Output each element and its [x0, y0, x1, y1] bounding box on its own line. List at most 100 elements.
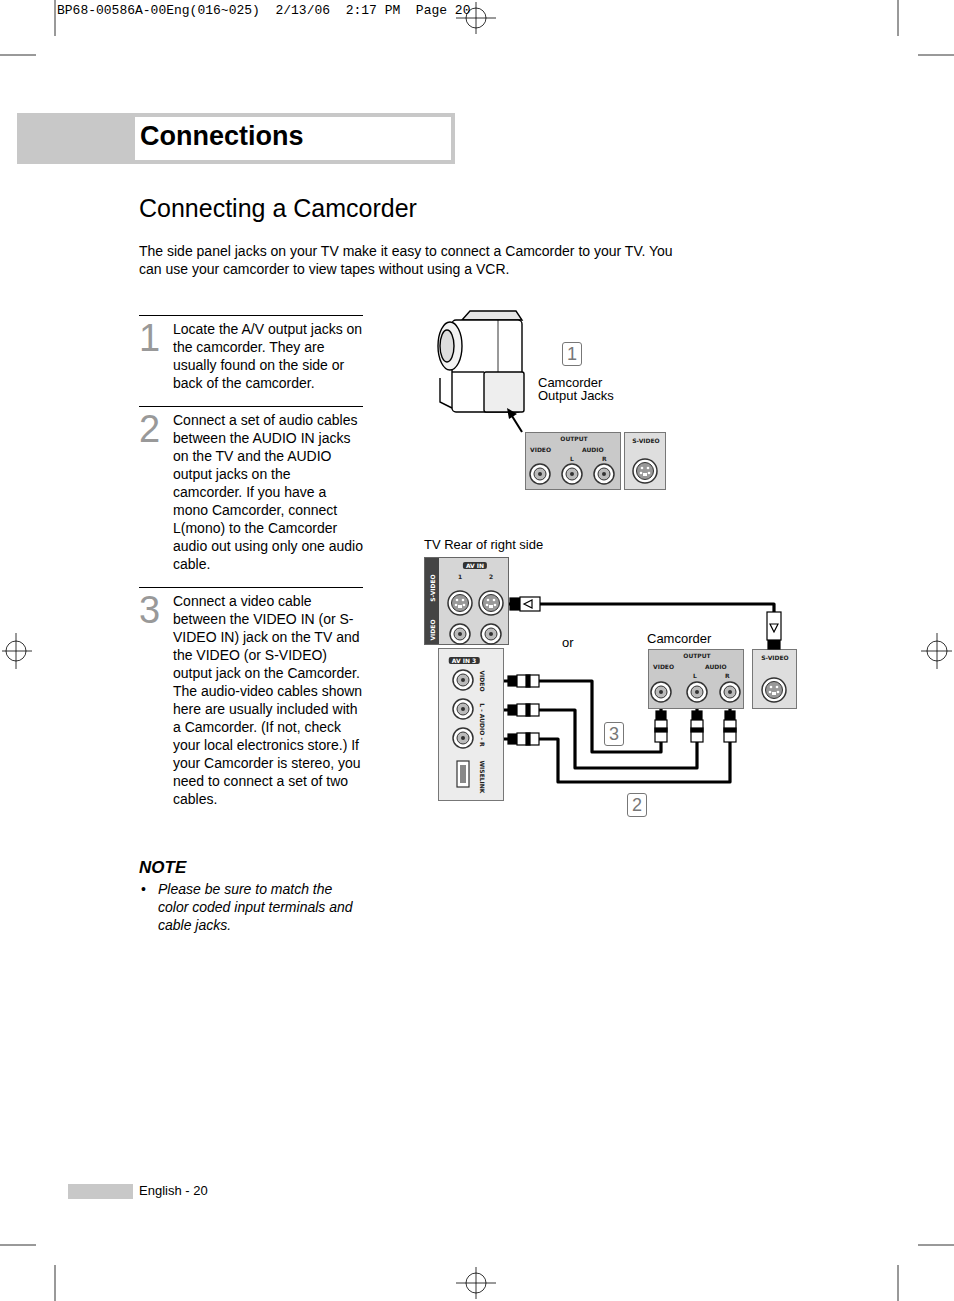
line-art	[517, 704, 539, 716]
step-rule	[139, 587, 363, 588]
note-text: Please be sure to match the color coded …	[158, 880, 358, 934]
or-label: or	[561, 635, 575, 650]
step-text: Connect a set of audio cables between th…	[173, 411, 363, 573]
line-art	[768, 640, 780, 649]
line-art	[135, 117, 451, 160]
line-art	[0, 55, 36, 56]
line-art	[476, 2, 477, 34]
jack-label: S-VIDEO	[429, 574, 436, 601]
section-heading: Connections	[140, 121, 304, 152]
step-text: Connect a video cable between the VIDEO …	[173, 592, 363, 808]
line-art	[526, 733, 530, 745]
tv-input-panel: AV IN12S-VIDEOVIDEO	[424, 557, 509, 645]
jack-label: AV IN 3	[449, 657, 480, 664]
step-number: 1	[139, 319, 160, 357]
jack-label: AUDIO	[705, 663, 727, 670]
tv-side-panel: AV IN 3 VIDEO L - AUDIO - R WISELINK	[438, 648, 504, 801]
line-art	[510, 598, 520, 610]
part-label: Camcorder	[647, 631, 711, 646]
line-art	[655, 728, 667, 732]
line-art	[507, 408, 517, 419]
line-art	[55, 1265, 56, 1301]
line-art	[517, 675, 539, 687]
part-label: Camcorder Output Jacks	[538, 376, 622, 402]
cable-plugs	[508, 597, 781, 745]
cable	[504, 681, 661, 752]
line-art	[770, 624, 778, 632]
line-art	[524, 600, 532, 608]
step-number: 3	[139, 591, 160, 629]
jack-label: L	[570, 455, 574, 462]
jack-label: VIDEO	[479, 670, 486, 691]
page-title: Connecting a Camcorder	[139, 194, 417, 223]
jack-label: AV IN	[463, 562, 487, 569]
line-art	[440, 378, 452, 408]
jack-label: L - AUDIO - R	[479, 703, 486, 746]
jack-label: R	[725, 672, 730, 679]
line-art	[656, 711, 666, 720]
jack-label: 2	[489, 573, 493, 580]
line-art	[438, 322, 462, 370]
line-art	[691, 728, 703, 732]
jack-label: VIDEO	[653, 663, 674, 670]
line-art	[655, 720, 667, 742]
line-art	[508, 676, 517, 686]
step-rule	[139, 315, 363, 316]
callout-number: 2	[627, 793, 647, 817]
camcorder-illustration	[438, 311, 524, 412]
jack-panel: S-VIDEO	[624, 432, 666, 490]
line-art	[452, 371, 484, 372]
line-art	[484, 372, 524, 412]
line-art	[767, 612, 781, 640]
line-art	[692, 711, 702, 720]
page-number: English - 20	[139, 1183, 208, 1198]
line-art	[526, 704, 530, 716]
line-art	[462, 311, 522, 320]
line-art	[520, 597, 540, 611]
cable	[504, 709, 730, 782]
jack-panel: OUTPUTVIDEOAUDIOLR	[525, 432, 621, 490]
part-label: TV Rear of right side	[424, 537, 543, 552]
line-art	[898, 1265, 899, 1301]
footer-bar	[68, 1184, 133, 1199]
line-art	[440, 330, 454, 362]
step-number: 2	[139, 410, 160, 448]
note-heading: NOTE	[139, 858, 186, 878]
line-art	[724, 720, 736, 742]
line-art	[921, 651, 952, 652]
line-art	[725, 711, 735, 720]
step-text: Locate the A/V output jacks on the camco…	[173, 320, 363, 392]
callout-number: 3	[604, 722, 624, 746]
callout-number: 1	[562, 342, 582, 366]
line-art	[508, 734, 517, 744]
line-art	[918, 1245, 954, 1246]
leader-arrow	[507, 408, 522, 432]
line-art	[55, 0, 56, 36]
line-art	[918, 55, 954, 56]
jack-panel: S-VIDEO	[752, 649, 797, 709]
line-art	[724, 728, 736, 732]
jack-label: AUDIO	[582, 446, 604, 453]
line-art	[17, 113, 455, 164]
jack-label: VIDEO	[530, 446, 551, 453]
line-art	[691, 720, 703, 742]
jack-panel: OUTPUTVIDEOAUDIOLR	[648, 649, 744, 709]
line-art	[0, 1245, 36, 1246]
line-art	[2, 651, 32, 652]
line-art	[508, 705, 517, 715]
jack-label: OUTPUT	[560, 435, 587, 442]
line-art	[937, 633, 938, 669]
bullet: •	[141, 880, 146, 898]
line-art	[517, 733, 539, 745]
line-art	[526, 675, 530, 687]
step-rule	[139, 406, 363, 407]
line-art	[476, 1267, 477, 1299]
line-art	[898, 0, 899, 36]
jack-label: WISELINK	[479, 761, 486, 794]
jack-label: S-VIDEO	[761, 654, 788, 661]
jack-label: 1	[458, 573, 462, 580]
print-slug: BP68-00586A-00Eng(016~025) 2/13/06 2:17 …	[57, 3, 470, 18]
line-art	[498, 320, 499, 372]
intro-text: The side panel jacks on your TV make it …	[139, 242, 687, 278]
